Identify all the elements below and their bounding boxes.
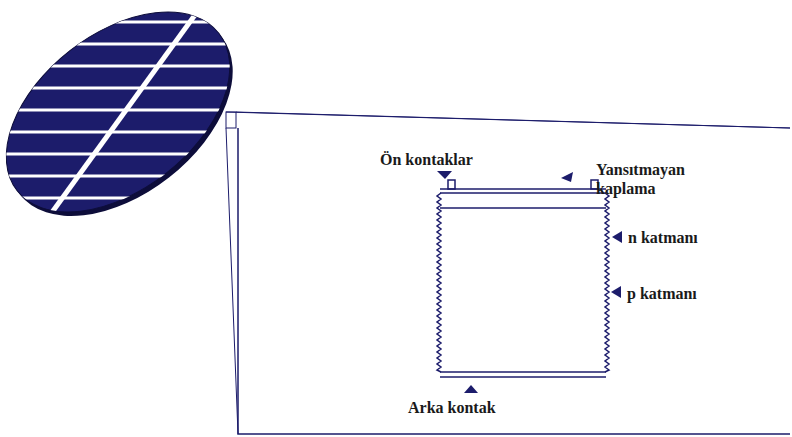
zoom-box (238, 128, 790, 434)
pointer-marks (437, 171, 622, 393)
part-label: Yansıtmayan kaplama (596, 160, 714, 198)
zoom-line (226, 128, 238, 434)
busbar (45, 8, 200, 222)
grid-fingers (0, 22, 260, 198)
zoom-line (226, 112, 790, 128)
solar-wafer (0, 0, 267, 252)
part-label: p katmanı (627, 284, 697, 303)
part-label: Ön kontaklar (380, 150, 473, 169)
part-label: Arka kontak (408, 398, 496, 417)
part-label: n katmanı (628, 228, 698, 247)
cell-cross-section (437, 180, 609, 377)
excerpt-marker (226, 112, 236, 128)
